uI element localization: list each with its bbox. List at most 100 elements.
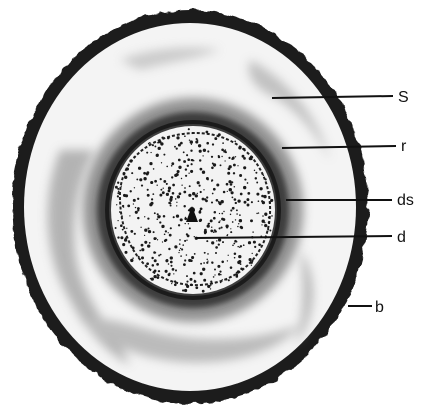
stipple-dot: [182, 133, 184, 135]
stipple-dot: [184, 217, 187, 220]
stipple-dot: [156, 184, 157, 185]
stipple-dot: [251, 265, 252, 266]
stipple-dot: [207, 253, 209, 255]
stipple-dot: [179, 192, 182, 195]
stipple-dot: [207, 285, 210, 288]
stipple-dot: [232, 197, 234, 199]
stipple-dot: [154, 145, 156, 147]
stipple-dot: [149, 162, 152, 165]
stipple-dot: [213, 188, 216, 191]
stipple-dot: [254, 246, 256, 248]
stipple-dot: [232, 244, 234, 246]
stipple-dot: [218, 243, 220, 245]
stipple-dot: [198, 144, 201, 147]
stipple-dot: [195, 194, 198, 197]
stipple-dot: [234, 140, 236, 142]
stipple-dot: [172, 184, 175, 187]
stipple-dot: [188, 223, 189, 224]
stipple-dot: [225, 151, 227, 153]
stipple-dot: [232, 221, 234, 223]
stipple-dot: [220, 274, 221, 275]
stipple-dot: [227, 172, 230, 175]
stipple-dot: [226, 226, 228, 228]
stipple-dot: [185, 175, 187, 177]
stipple-dot: [140, 227, 141, 228]
stipple-dot: [244, 201, 247, 204]
stipple-dot: [148, 143, 149, 144]
stipple-dot: [237, 261, 240, 264]
stipple-dot: [247, 192, 250, 195]
stipple-dot: [215, 252, 217, 254]
stipple-dot: [240, 193, 243, 196]
stipple-dot: [176, 202, 177, 203]
stipple-dot: [194, 280, 197, 283]
stipple-dot: [255, 177, 257, 179]
stipple-dot: [194, 236, 195, 237]
stipple-dot: [171, 283, 172, 284]
stipple-dot: [227, 191, 228, 192]
stipple-dot: [144, 216, 145, 217]
stipple-dot: [156, 263, 159, 266]
stipple-dot: [136, 178, 138, 180]
stipple-dot: [163, 188, 164, 189]
stipple-dot: [211, 226, 212, 227]
stipple-dot: [159, 221, 161, 223]
stipple-dot: [146, 152, 148, 154]
stipple-dot: [158, 147, 161, 150]
stipple-dot: [144, 235, 145, 236]
stipple-dot: [157, 213, 159, 215]
stipple-dot: [258, 243, 261, 246]
stipple-dot: [221, 200, 224, 203]
stipple-dot: [235, 202, 237, 204]
stipple-dot: [120, 236, 123, 239]
stipple-dot: [192, 132, 194, 134]
stipple-dot: [243, 186, 246, 189]
stipple-dot: [123, 194, 126, 197]
stipple-dot: [179, 239, 181, 241]
stipple-dot: [255, 172, 257, 174]
stipple-dot: [214, 165, 215, 166]
stipple-dot: [231, 181, 233, 183]
stipple-dot: [197, 139, 199, 141]
stipple-dot: [178, 166, 181, 169]
stipple-dot: [141, 248, 144, 251]
stipple-dot: [267, 228, 269, 230]
stipple-dot: [147, 227, 149, 229]
stipple-dot: [147, 194, 150, 197]
stipple-dot: [117, 195, 119, 197]
stipple-dot: [199, 185, 201, 187]
stipple-dot: [171, 165, 173, 167]
stipple-dot: [235, 219, 236, 220]
stipple-dot: [203, 189, 204, 190]
stipple-dot: [184, 135, 186, 137]
stipple-dot: [210, 281, 212, 283]
stipple-dot: [172, 192, 175, 195]
stipple-dot: [160, 215, 161, 216]
stipple-dot: [115, 186, 118, 189]
stipple-dot: [269, 202, 271, 204]
stipple-dot: [118, 190, 120, 192]
stipple-dot: [164, 239, 167, 242]
stipple-dot: [161, 162, 162, 163]
stipple-dot: [228, 167, 231, 170]
stipple-dot: [248, 241, 251, 244]
stipple-dot: [146, 262, 149, 265]
stipple-dot: [167, 137, 170, 140]
stipple-dot: [177, 195, 180, 198]
stipple-dot: [215, 246, 218, 249]
stipple-dot: [132, 247, 135, 250]
stipple-dot: [243, 166, 246, 169]
stipple-dot: [200, 263, 202, 265]
stipple-dot: [188, 259, 191, 262]
stipple-dot: [199, 150, 202, 153]
stipple-dot: [161, 137, 163, 139]
stipple-dot: [190, 170, 193, 173]
stipple-dot: [203, 262, 205, 264]
stipple-dot: [221, 213, 223, 215]
stipple-dot: [137, 209, 139, 211]
stipple-dot: [176, 214, 179, 217]
stipple-dot: [207, 260, 208, 261]
stipple-dot: [220, 220, 221, 221]
stipple-dot: [252, 253, 253, 254]
